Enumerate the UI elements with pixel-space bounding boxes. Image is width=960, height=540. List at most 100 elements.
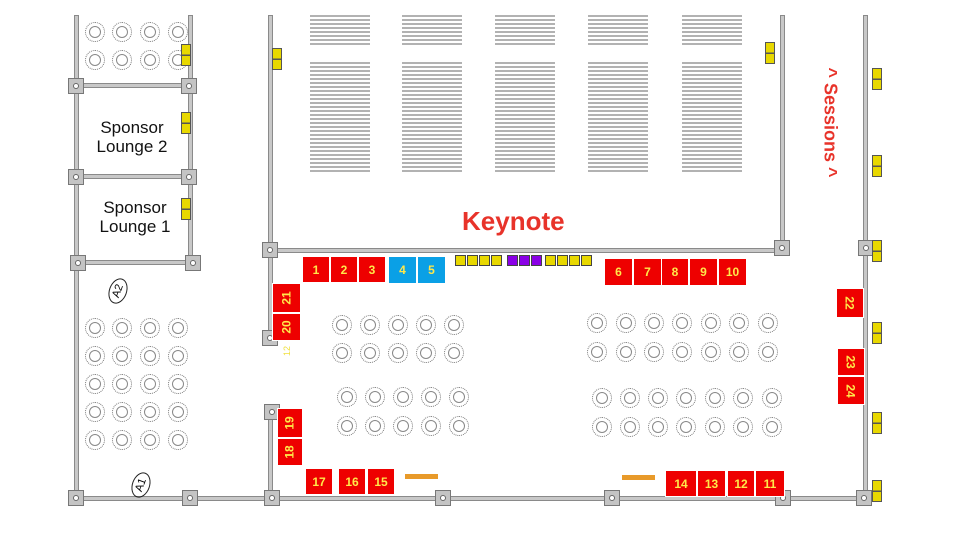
booth-number: 6 (615, 265, 622, 279)
round-table (421, 387, 441, 407)
booth-24[interactable]: 24 (837, 376, 865, 405)
pillar (68, 490, 84, 506)
round-table (449, 387, 469, 407)
cocktail-table-pair (872, 155, 882, 177)
round-table (168, 346, 188, 366)
round-table (388, 343, 408, 363)
round-table (449, 416, 469, 436)
pillar (181, 78, 197, 94)
booth-21[interactable]: 21 (272, 283, 301, 313)
round-table (85, 22, 105, 42)
round-table (421, 416, 441, 436)
booth-number: 16 (345, 474, 359, 489)
round-table (416, 315, 436, 335)
booth-11[interactable]: 11 (755, 470, 785, 497)
round-table (762, 417, 782, 437)
booth-4[interactable]: 4 (388, 256, 417, 284)
round-table (758, 313, 778, 333)
booth-10[interactable]: 10 (718, 258, 747, 286)
round-table (616, 313, 636, 333)
booth-8[interactable]: 8 (661, 258, 689, 286)
booth-number: 23 (843, 355, 858, 369)
cocktail-table-pair (872, 68, 882, 90)
round-table (85, 346, 105, 366)
round-table (168, 430, 188, 450)
keynote-label: Keynote (462, 206, 565, 236)
registration-desk (405, 474, 438, 479)
theater-seating-block (682, 62, 742, 174)
booth-number: 4 (399, 263, 406, 277)
cocktail-table-pair (765, 42, 775, 64)
booth-6[interactable]: 6 (604, 258, 633, 286)
round-table (762, 388, 782, 408)
round-table (444, 343, 464, 363)
round-table (388, 315, 408, 335)
pillar (68, 169, 84, 185)
sessions-label: ^ Sessions ^ (820, 67, 841, 178)
booth-18[interactable]: 18 (277, 438, 303, 466)
small-table (531, 255, 542, 266)
round-table (168, 374, 188, 394)
booth-2[interactable]: 2 (330, 256, 358, 283)
round-table (332, 343, 352, 363)
round-table (587, 342, 607, 362)
cocktail-table-pair (181, 112, 191, 134)
round-table (332, 315, 352, 335)
booth-17[interactable]: 17 (305, 468, 333, 495)
round-table (416, 343, 436, 363)
theater-seating-block (495, 62, 555, 174)
round-table (592, 417, 612, 437)
booth-number: 14 (674, 476, 688, 491)
round-table (140, 346, 160, 366)
booth-12[interactable]: 12 (727, 470, 755, 497)
pillar (856, 490, 872, 506)
cocktail-table-pair (181, 198, 191, 220)
booth-14[interactable]: 14 (665, 470, 697, 497)
round-table (360, 315, 380, 335)
cocktail-table-pair (872, 322, 882, 344)
booth-9[interactable]: 9 (689, 258, 718, 286)
sponsor-lounge-2-label: Sponsor Lounge 2 (96, 118, 168, 156)
round-table (729, 313, 749, 333)
small-table (491, 255, 502, 266)
round-table (140, 430, 160, 450)
round-table (337, 387, 357, 407)
pillar (435, 490, 451, 506)
booth-3[interactable]: 3 (358, 256, 386, 283)
booth-13[interactable]: 13 (697, 470, 726, 497)
round-table (140, 22, 160, 42)
booth-20[interactable]: 20 (272, 313, 301, 341)
pillar (68, 78, 84, 94)
round-table (168, 318, 188, 338)
booth-19[interactable]: 19 (277, 408, 303, 438)
round-table (85, 318, 105, 338)
round-table (85, 430, 105, 450)
cocktail-table-pair (872, 480, 882, 502)
booth-number: 17 (312, 474, 326, 489)
booth-number: 3 (368, 262, 376, 277)
round-table (112, 402, 132, 422)
booth-7[interactable]: 7 (633, 258, 662, 286)
booth-number: 11 (763, 476, 777, 491)
round-table (85, 50, 105, 70)
booth-5[interactable]: 5 (417, 256, 446, 284)
round-table (360, 343, 380, 363)
round-table (393, 387, 413, 407)
booth-1[interactable]: 1 (302, 256, 330, 283)
round-table (112, 430, 132, 450)
booth-number: 7 (644, 265, 651, 279)
booth-number: 20 (279, 320, 294, 334)
round-table (620, 417, 640, 437)
booth-number: 2 (340, 262, 348, 277)
round-table (733, 417, 753, 437)
round-table (701, 342, 721, 362)
booth-15[interactable]: 15 (367, 468, 395, 495)
booth-22[interactable]: 22 (836, 288, 864, 318)
round-table (616, 342, 636, 362)
booth-number: 1 (312, 262, 320, 277)
booth-16[interactable]: 16 (338, 468, 366, 495)
cocktail-table-pair (872, 412, 882, 434)
round-table (393, 416, 413, 436)
booth-23[interactable]: 23 (837, 348, 865, 376)
theater-seating-block (310, 15, 370, 47)
